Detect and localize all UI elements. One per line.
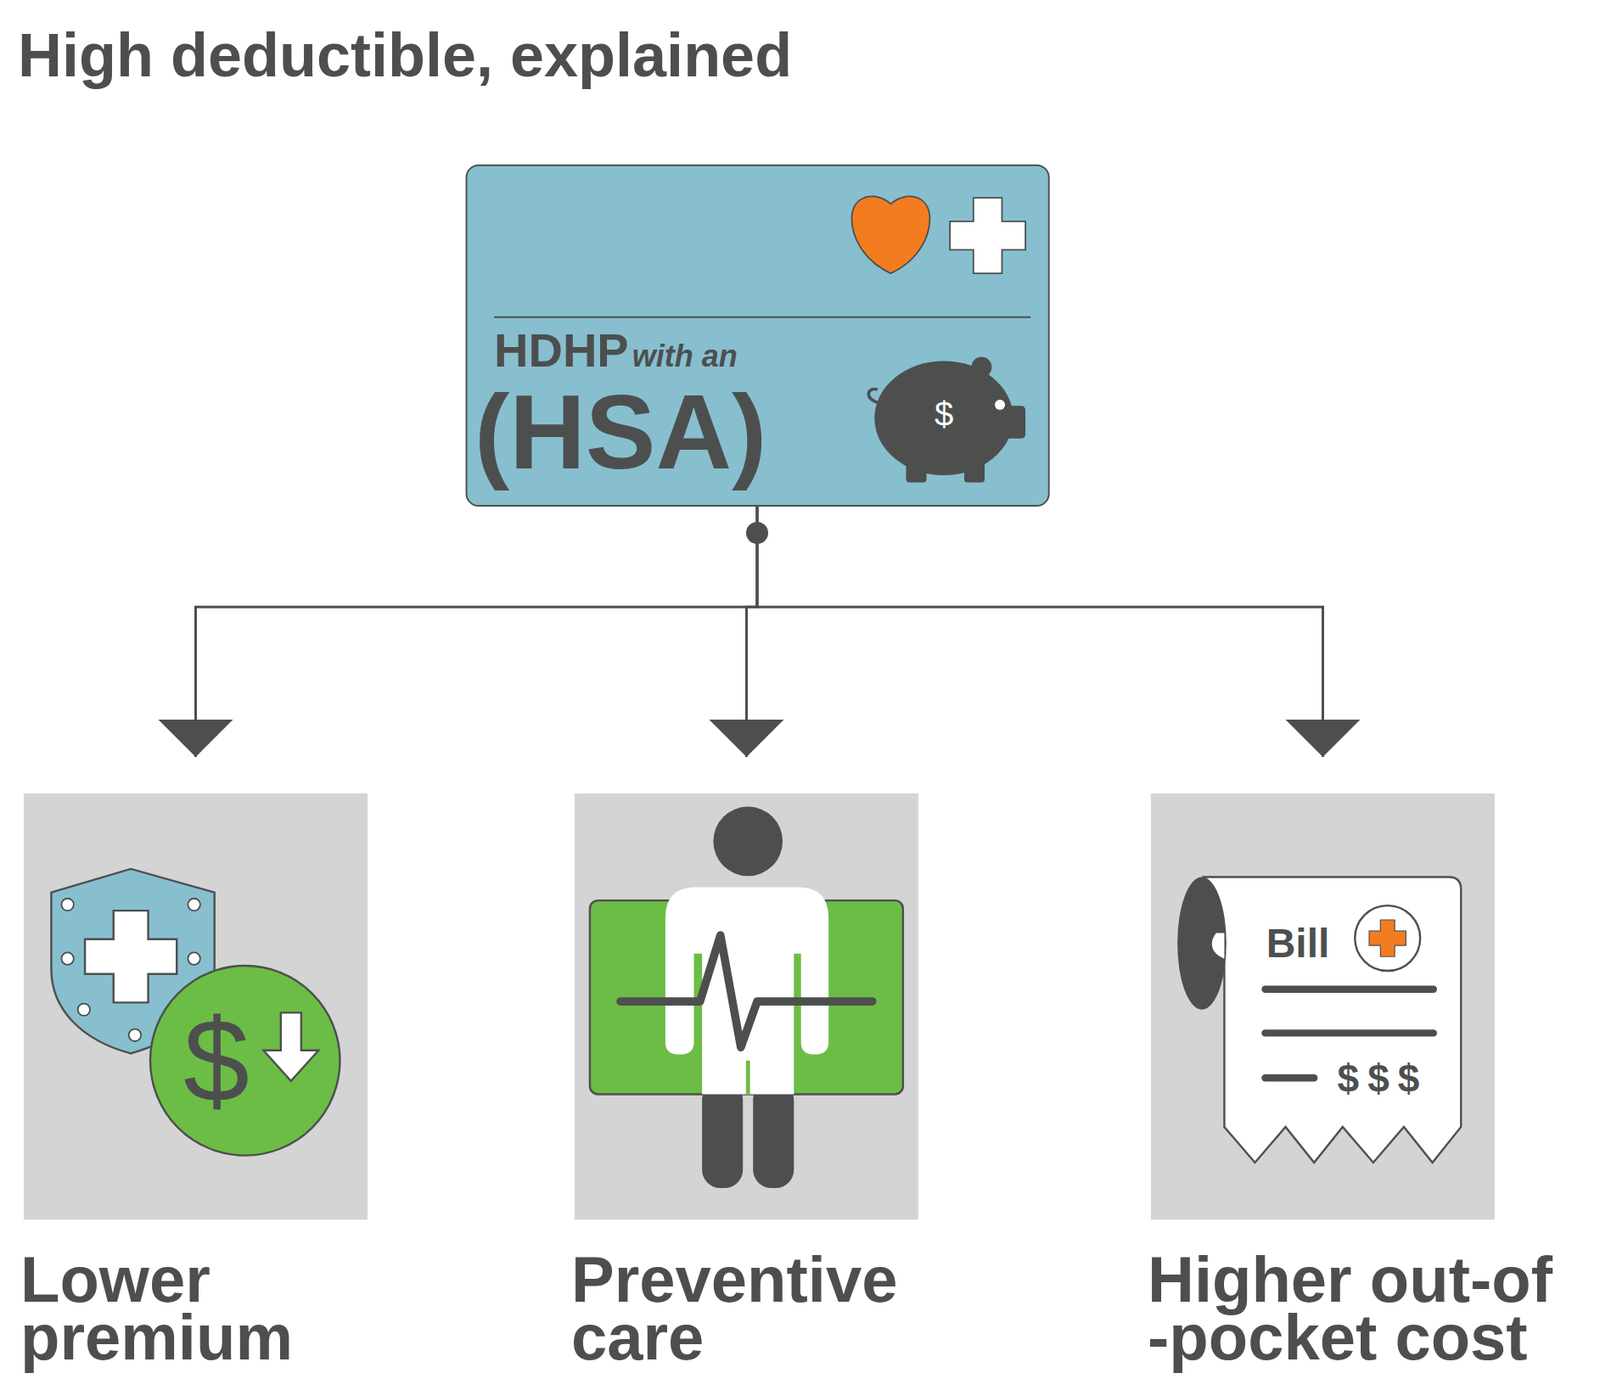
premium-tile <box>23 793 368 1220</box>
art-circle <box>712 807 783 877</box>
piggy-bank <box>868 357 1026 483</box>
branch-arrow <box>757 506 1324 758</box>
art-circle <box>61 952 73 965</box>
art-rect <box>23 793 368 1220</box>
art-circle <box>78 1004 90 1017</box>
art-circle <box>150 965 341 1157</box>
plan-card: HDHPwith an(HSA) <box>465 165 1049 507</box>
bill-amount: $$$ <box>1336 1059 1428 1099</box>
art-rect <box>701 1081 743 1189</box>
art-line <box>1265 1074 1315 1082</box>
bill-tile <box>1150 793 1495 1220</box>
art-rect <box>574 793 919 1220</box>
plan-name: HDHP <box>494 326 629 375</box>
art-rect <box>466 165 1050 506</box>
art-polygon <box>84 910 177 1003</box>
art-circle <box>994 399 1005 410</box>
art-circle <box>187 952 200 965</box>
feature-tile: Higher out-of -pocket cost <box>1150 793 1495 1221</box>
art-polyline <box>620 935 873 1048</box>
dollar-sign: $ <box>183 1001 250 1121</box>
bill-heading: Bill <box>1266 923 1331 965</box>
art-ellipse <box>874 360 1013 476</box>
art-circle <box>1354 905 1421 972</box>
art-path <box>1212 933 1225 960</box>
dollar-sign: $ <box>934 397 954 432</box>
art-line <box>1265 1029 1434 1037</box>
art-path <box>852 196 931 274</box>
art-rect <box>752 1081 794 1189</box>
art-rect <box>1003 405 1026 438</box>
art-line <box>746 1061 751 1095</box>
art-rect <box>1150 793 1495 1220</box>
tile-heading: Preventive care <box>571 1251 979 1367</box>
feature-tile: Preventive care <box>574 793 919 1221</box>
branch-arrow <box>746 506 758 758</box>
card-heading-row: HDHPwith an <box>494 326 738 375</box>
art-polygon <box>263 1012 319 1082</box>
branch-arrow <box>196 506 758 758</box>
art-path <box>1203 877 1461 1163</box>
art-line <box>494 316 1031 319</box>
preventive-tile <box>574 793 919 1220</box>
art-circle <box>129 1029 141 1042</box>
junction-dot <box>746 522 769 545</box>
plan-acronym: (HSA) <box>474 379 767 485</box>
diagram-title: High deductible, explained <box>17 24 792 86</box>
tile-heading: Lower premium <box>20 1251 428 1367</box>
plan-connector-word: with an <box>632 341 738 372</box>
art-circle <box>61 898 73 911</box>
art-path <box>665 887 829 1095</box>
art-polygon <box>1369 920 1406 957</box>
art-polygon <box>949 197 1026 274</box>
insurance-card <box>466 165 1050 506</box>
art-circle <box>187 898 200 911</box>
art-ellipse <box>1177 877 1227 1011</box>
art-line <box>1265 986 1434 994</box>
tile-heading: Higher out-of -pocket cost <box>1147 1251 1581 1367</box>
